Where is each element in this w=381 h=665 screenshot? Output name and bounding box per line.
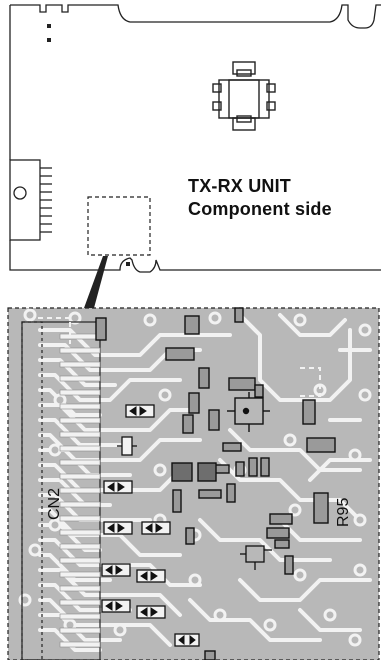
diode-marks (105, 406, 196, 646)
center-transistor (227, 384, 270, 432)
zoom-leader (84, 256, 108, 308)
resistor-label-r95: R95 (335, 497, 352, 527)
board-outline (9, 4, 381, 273)
ic-chips (171, 462, 217, 482)
connector-pads (59, 333, 101, 648)
board-subtitle: Component side (188, 199, 332, 219)
board-holes (47, 24, 130, 266)
side-connector (9, 159, 52, 241)
connector-label-cn2: CN2 (46, 487, 63, 520)
smd-components (95, 307, 336, 661)
detail-view (7, 307, 380, 661)
vias (18, 308, 372, 647)
dashed-outlines (38, 317, 321, 397)
zoom-region (87, 196, 151, 256)
small-diode (117, 436, 137, 456)
power-transistor (212, 61, 276, 131)
board-title: TX-RX UNIT (188, 176, 291, 196)
lower-transistor (240, 545, 272, 570)
